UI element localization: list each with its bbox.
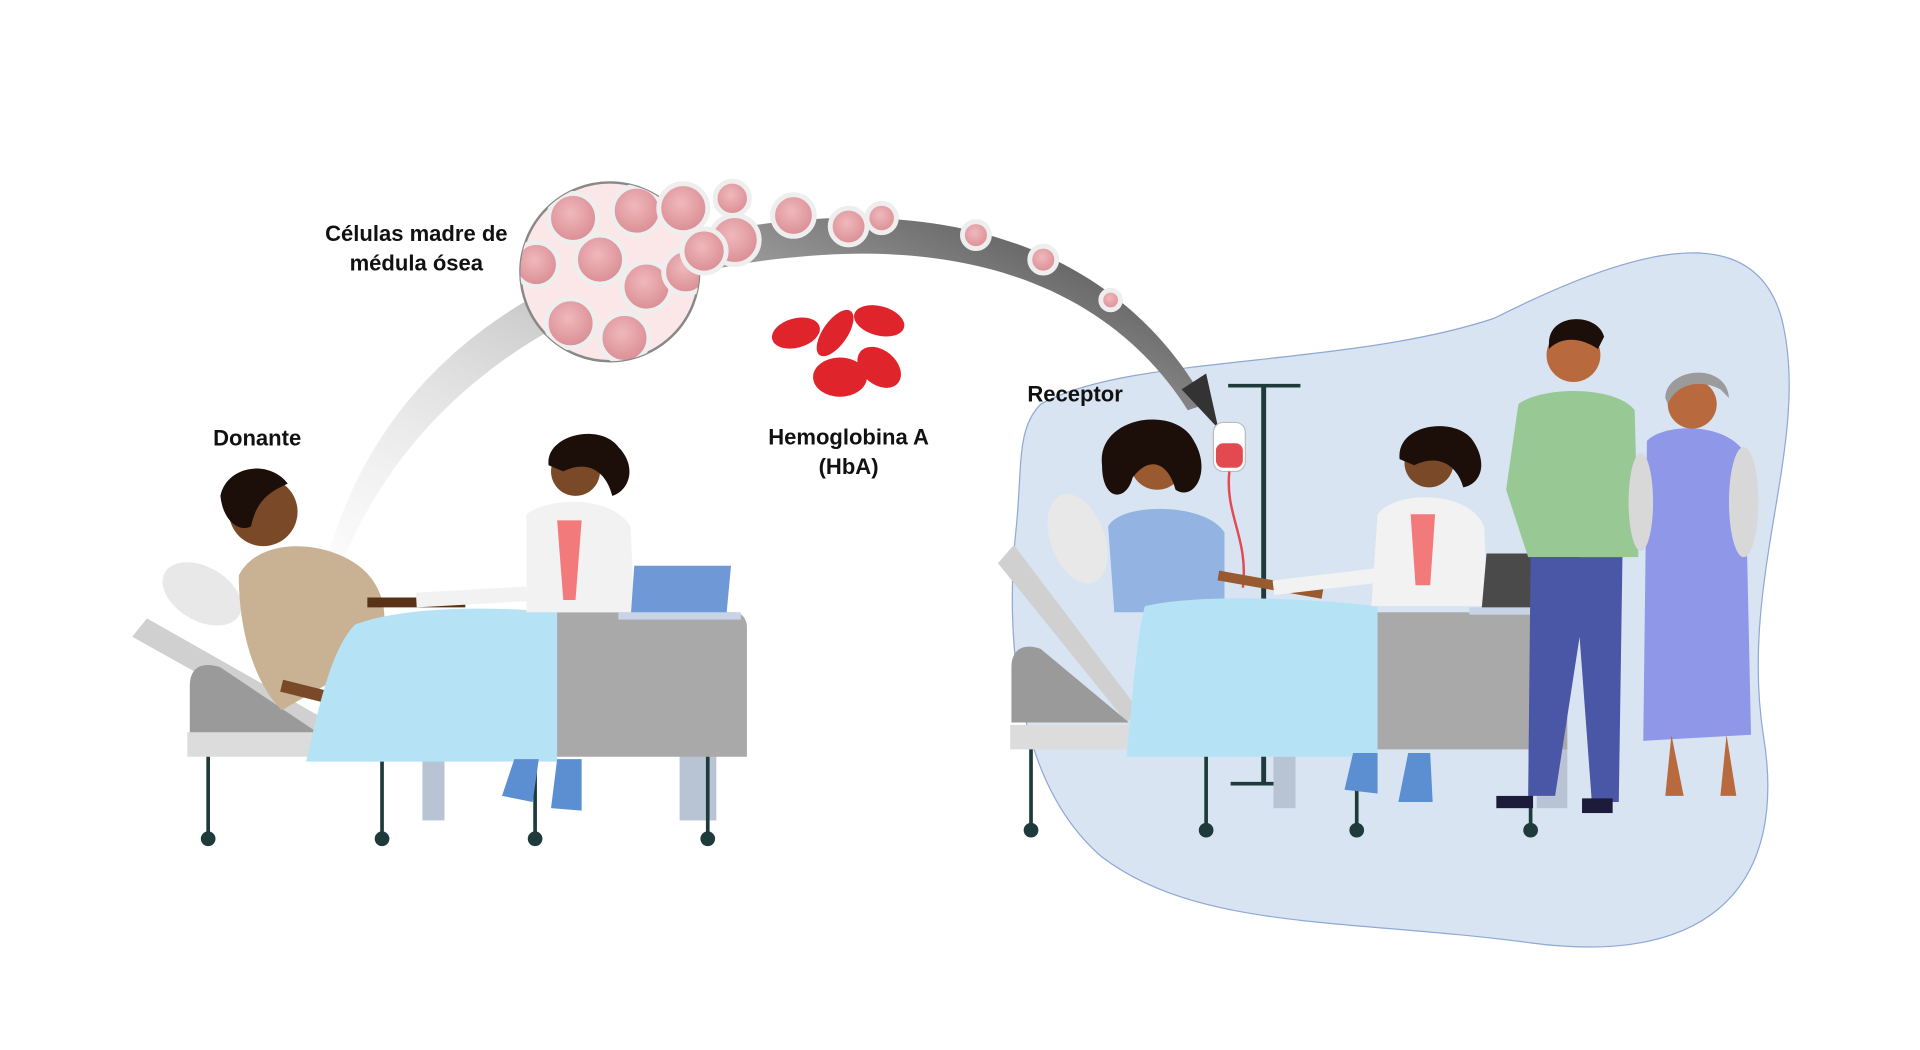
transfer-arc-arrow xyxy=(312,217,1207,649)
recipient-doctor xyxy=(1272,426,1488,803)
hemoglobin-label-line2: (HbA) xyxy=(819,454,879,479)
hemoglobin-label: Hemoglobina A xyxy=(768,424,929,449)
donor-scene xyxy=(132,433,747,847)
recipient-label: Receptor xyxy=(1027,382,1123,407)
recipient-scene xyxy=(997,319,1759,838)
laptop-icon xyxy=(618,565,741,620)
stem-cell-magnifier xyxy=(519,181,701,363)
donor-doctor xyxy=(415,433,635,811)
family-member-grandmother xyxy=(1628,372,1759,796)
stem-cells-in-transit xyxy=(656,178,1123,313)
red-blood-cells xyxy=(771,305,905,397)
stem-cells-label-line2: médula ósea xyxy=(350,251,484,276)
recipient-blanket xyxy=(1126,598,1378,757)
donor-label: Donante xyxy=(213,426,301,451)
donor-blanket xyxy=(306,608,558,762)
arrow-head-icon xyxy=(1181,373,1219,429)
family-member-man xyxy=(1496,319,1639,814)
stem-cells-label: Células madre de xyxy=(325,221,507,246)
recipient-bed xyxy=(997,494,1568,838)
